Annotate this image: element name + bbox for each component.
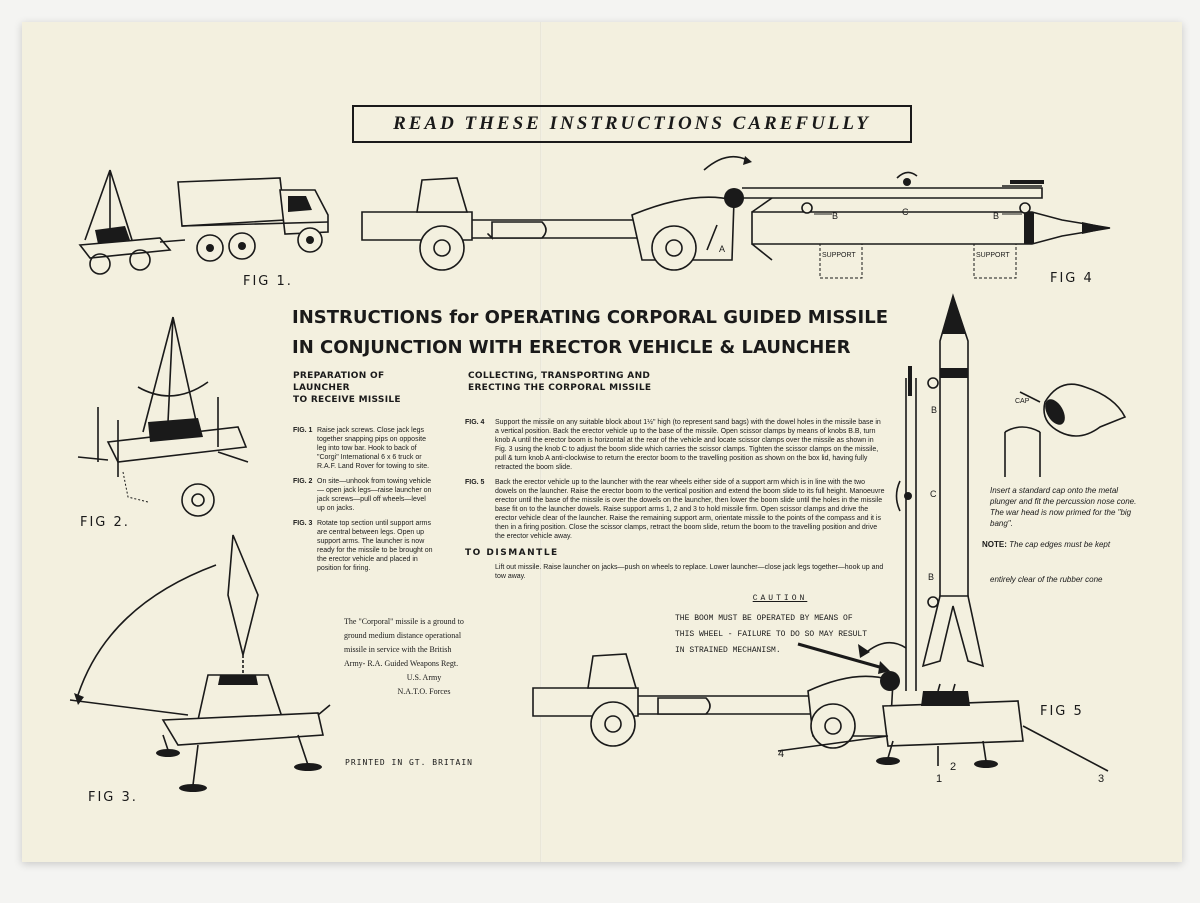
cap-note-text: Insert a standard cap onto the metal plu… bbox=[990, 486, 1137, 528]
fig4-illustration bbox=[361, 155, 1111, 279]
fig2-label: FIG 2. bbox=[80, 515, 130, 530]
fig3-illustration bbox=[69, 534, 331, 792]
fig5-label-c: C bbox=[930, 489, 937, 499]
preparation-entry: FIG. 1 Raise jack screws. Close jack leg… bbox=[293, 427, 430, 470]
fig5-label-b2: B bbox=[928, 572, 935, 582]
collecting-heading-2: ERECTING THE CORPORAL MISSILE bbox=[468, 383, 652, 393]
main-title: INSTRUCTIONS for OPERATING CORPORAL GUID… bbox=[292, 303, 892, 363]
fig5-illustration bbox=[532, 293, 1109, 772]
collecting-heading-1: COLLECTING, TRANSPORTING AND bbox=[468, 371, 651, 381]
fig4-label-b1: B bbox=[832, 211, 839, 221]
caution-block: CAUTION THE BOOM MUST BE OPERATED BY MEA… bbox=[675, 591, 885, 659]
fig4-label-b2: B bbox=[993, 211, 1000, 221]
fig5-label-4: 4 bbox=[778, 748, 785, 760]
fig4-label-c: C bbox=[902, 207, 909, 217]
read-instructions-banner: READ THESE INSTRUCTIONS CAREFULLY bbox=[352, 105, 912, 143]
collecting-entry: FIG. 5 Back the erector vehicle up to th… bbox=[465, 479, 885, 540]
fig5-label-3: 3 bbox=[1098, 773, 1105, 785]
collecting-section: COLLECTING, TRANSPORTING AND ERECTING TH… bbox=[465, 370, 885, 581]
preparation-section: PREPARATION OF LAUNCHER TO RECEIVE MISSI… bbox=[293, 370, 433, 579]
printed-in-label: PRINTED IN GT. BRITAIN bbox=[345, 758, 473, 767]
collecting-entry: FIG. 4 Support the missile on any suitab… bbox=[465, 419, 881, 471]
sheet-fold bbox=[540, 22, 542, 862]
dismantle-heading: TO DISMANTLE bbox=[465, 548, 559, 558]
fig5-label-2: 2 bbox=[950, 761, 957, 773]
note-text-2: entirely clear of the rubber cone bbox=[990, 575, 1103, 584]
fig1-label: FIG 1. bbox=[243, 274, 293, 289]
title-line-2: IN CONJUNCTION WITH ERECTOR VEHICLE & LA… bbox=[292, 337, 851, 358]
fig4-label-a: A bbox=[719, 244, 726, 254]
title-line-1: INSTRUCTIONS for OPERATING CORPORAL GUID… bbox=[292, 307, 888, 328]
fig2-illustration bbox=[77, 316, 249, 517]
cap-label: CAP bbox=[1015, 398, 1030, 405]
fig4-label-support2: SUPPORT bbox=[976, 252, 1010, 259]
preparation-heading-1: PREPARATION OF LAUNCHER bbox=[293, 371, 385, 393]
dismantle-text: Lift out missile. Raise launcher on jack… bbox=[495, 564, 884, 580]
corporal-info: The "Corporal" missile is a ground to gr… bbox=[344, 617, 464, 696]
note-text: The cap edges must be kept bbox=[1009, 540, 1111, 549]
fig4-label-support1: SUPPORT bbox=[822, 252, 856, 259]
preparation-entry: FIG. 3 Rotate top section until support … bbox=[293, 520, 433, 572]
fig5-label-b1: B bbox=[931, 405, 938, 415]
cap-illustration bbox=[1004, 383, 1127, 477]
fig5-label: FIG 5 bbox=[1040, 704, 1084, 719]
note-label: NOTE: bbox=[982, 540, 1007, 549]
preparation-heading-2: TO RECEIVE MISSILE bbox=[293, 395, 401, 405]
caution-heading: CAUTION bbox=[752, 594, 808, 603]
preparation-entry: FIG. 2 On site—unhook from towing vehicl… bbox=[293, 478, 432, 512]
cap-note: Insert a standard cap onto the metal plu… bbox=[982, 485, 1140, 585]
fig1-illustration bbox=[78, 169, 329, 275]
fig4-label: FIG 4 bbox=[1050, 271, 1094, 286]
fig5-label-1: 1 bbox=[936, 773, 943, 785]
fig3-label: FIG 3. bbox=[88, 790, 138, 805]
